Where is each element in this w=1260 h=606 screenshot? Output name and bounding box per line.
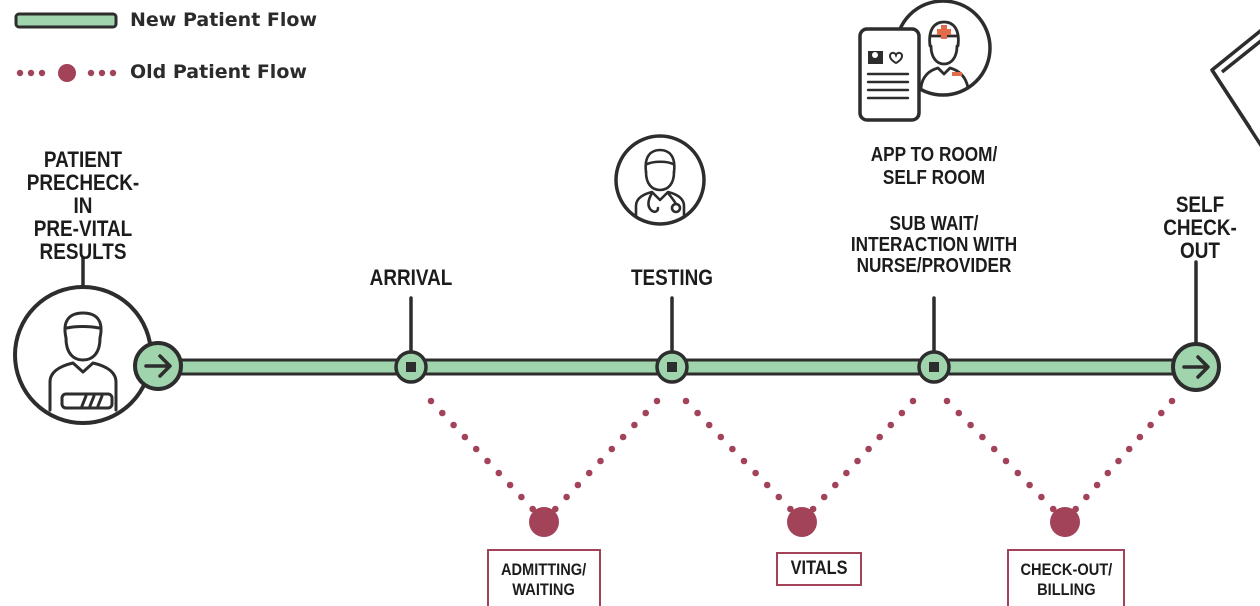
old-flow-dot [876,433,883,441]
timeline-stems [81,256,1198,354]
old-flow-dot [472,445,480,453]
old-flow-dot [1158,409,1165,417]
doctor-with-stethoscope-icon [614,134,706,226]
old-flow-dot [694,409,701,417]
old-flow-dot [752,469,759,477]
arrival-step-label: ARRIVAL [369,265,453,290]
testing-node [655,350,689,384]
old-flow-dot [1115,457,1122,465]
old-flow-dot [1038,493,1045,501]
admitting-old-flow-node [529,507,559,537]
old-flow-dot [461,433,469,441]
old-flow-dot [1093,481,1101,489]
old-flow-dot [832,481,839,489]
vitals-old-flow-node [787,507,817,537]
start-arrow-icon [133,341,183,391]
vitals-step-box: VITALS [776,552,862,586]
old-flow-dot [943,397,951,405]
old-flow-dot [1125,445,1133,453]
old-flow-dot [1049,505,1057,513]
old-flow-dot [729,445,736,453]
legend-new-flow-swatch [14,12,118,29]
checkout-step-box: CHECK-OUT/ BILLING [1007,549,1125,606]
old-flow-dot [843,469,850,477]
patient-with-arm-sling-icon [13,285,153,425]
old-flow-dot [574,481,582,489]
old-flow-dot [585,469,593,477]
legend-old-flow-label: Old Patient Flow [130,61,307,83]
tablet-app-with-nurse-icon [858,0,992,122]
old-flow-dot [682,397,690,405]
checkout-step-label: CHECK-OUT/ BILLING [1020,560,1112,599]
legend-new-flow-label: New Patient Flow [130,9,317,31]
old-flow-dot [967,421,974,429]
old-flow-dot [898,409,906,417]
old-flow-dot [865,445,872,453]
old-flow-dot [887,421,895,429]
checkout-kiosk-icon [1210,28,1260,148]
old-flow-dot [705,421,713,429]
old-flow-dot [1026,481,1033,489]
old-flow-dot [990,445,998,453]
arrival-node [394,350,428,384]
old-flow-dot [597,457,604,465]
admitting-step-label: ADMITTING/ WAITING [501,560,587,599]
old-flow-dot [653,397,661,405]
old-flow-dot [1168,397,1176,405]
old-flow-dot [631,421,638,429]
end-arrow-icon [1171,342,1221,392]
old-flow-dot [506,481,514,489]
old-flow-dot [909,397,917,405]
legend-old-flow-swatch [16,64,117,82]
start-step-label: PATIENT PRECHECK-IN PRE-VITAL RESULTS [26,147,140,264]
wait-step-label: SUB WAIT/ INTERACTION WITH NURSE/PROVIDE… [850,213,1018,277]
old-flow-dot [955,409,963,417]
vitals-step-label: VITALS [790,558,848,579]
old-flow-dot [820,493,828,501]
old-flow-dot [787,505,794,513]
old-flow-dot [775,493,783,501]
old-flow-dot [439,409,446,417]
old-flow-dot [1136,433,1144,441]
old-flow-dot [717,433,725,441]
old-flow-dot [518,493,525,501]
old-flow-dot [854,457,861,465]
testing-step-label: TESTING [631,265,713,290]
old-flow-dot [1104,469,1112,477]
old-flow-dot [1002,457,1010,465]
checkout-old-flow-node [1050,507,1080,537]
old-flow-dot [450,421,457,429]
old-flow-dot [495,469,503,477]
old-flow-dot [484,457,491,465]
old-patient-flow [427,397,1176,537]
admitting-step-box: ADMITTING/ WAITING [487,549,601,606]
old-flow-dot [1083,493,1090,501]
old-flow-dot [740,457,748,465]
old-flow-dot [1014,469,1022,477]
old-flow-dot [608,445,616,453]
old-flow-dot [427,397,435,405]
wait-node [917,350,951,384]
old-flow-dot [979,433,986,441]
room-step-label: APP TO ROOM/ SELF ROOM [870,144,998,189]
old-flow-dot [642,409,649,417]
old-flow-dot [763,481,771,489]
old-flow-dot [619,433,627,441]
old-flow-dot [563,493,570,501]
end-step-label: SELF CHECK-OUT [1163,192,1237,263]
old-flow-dot [1147,421,1154,429]
